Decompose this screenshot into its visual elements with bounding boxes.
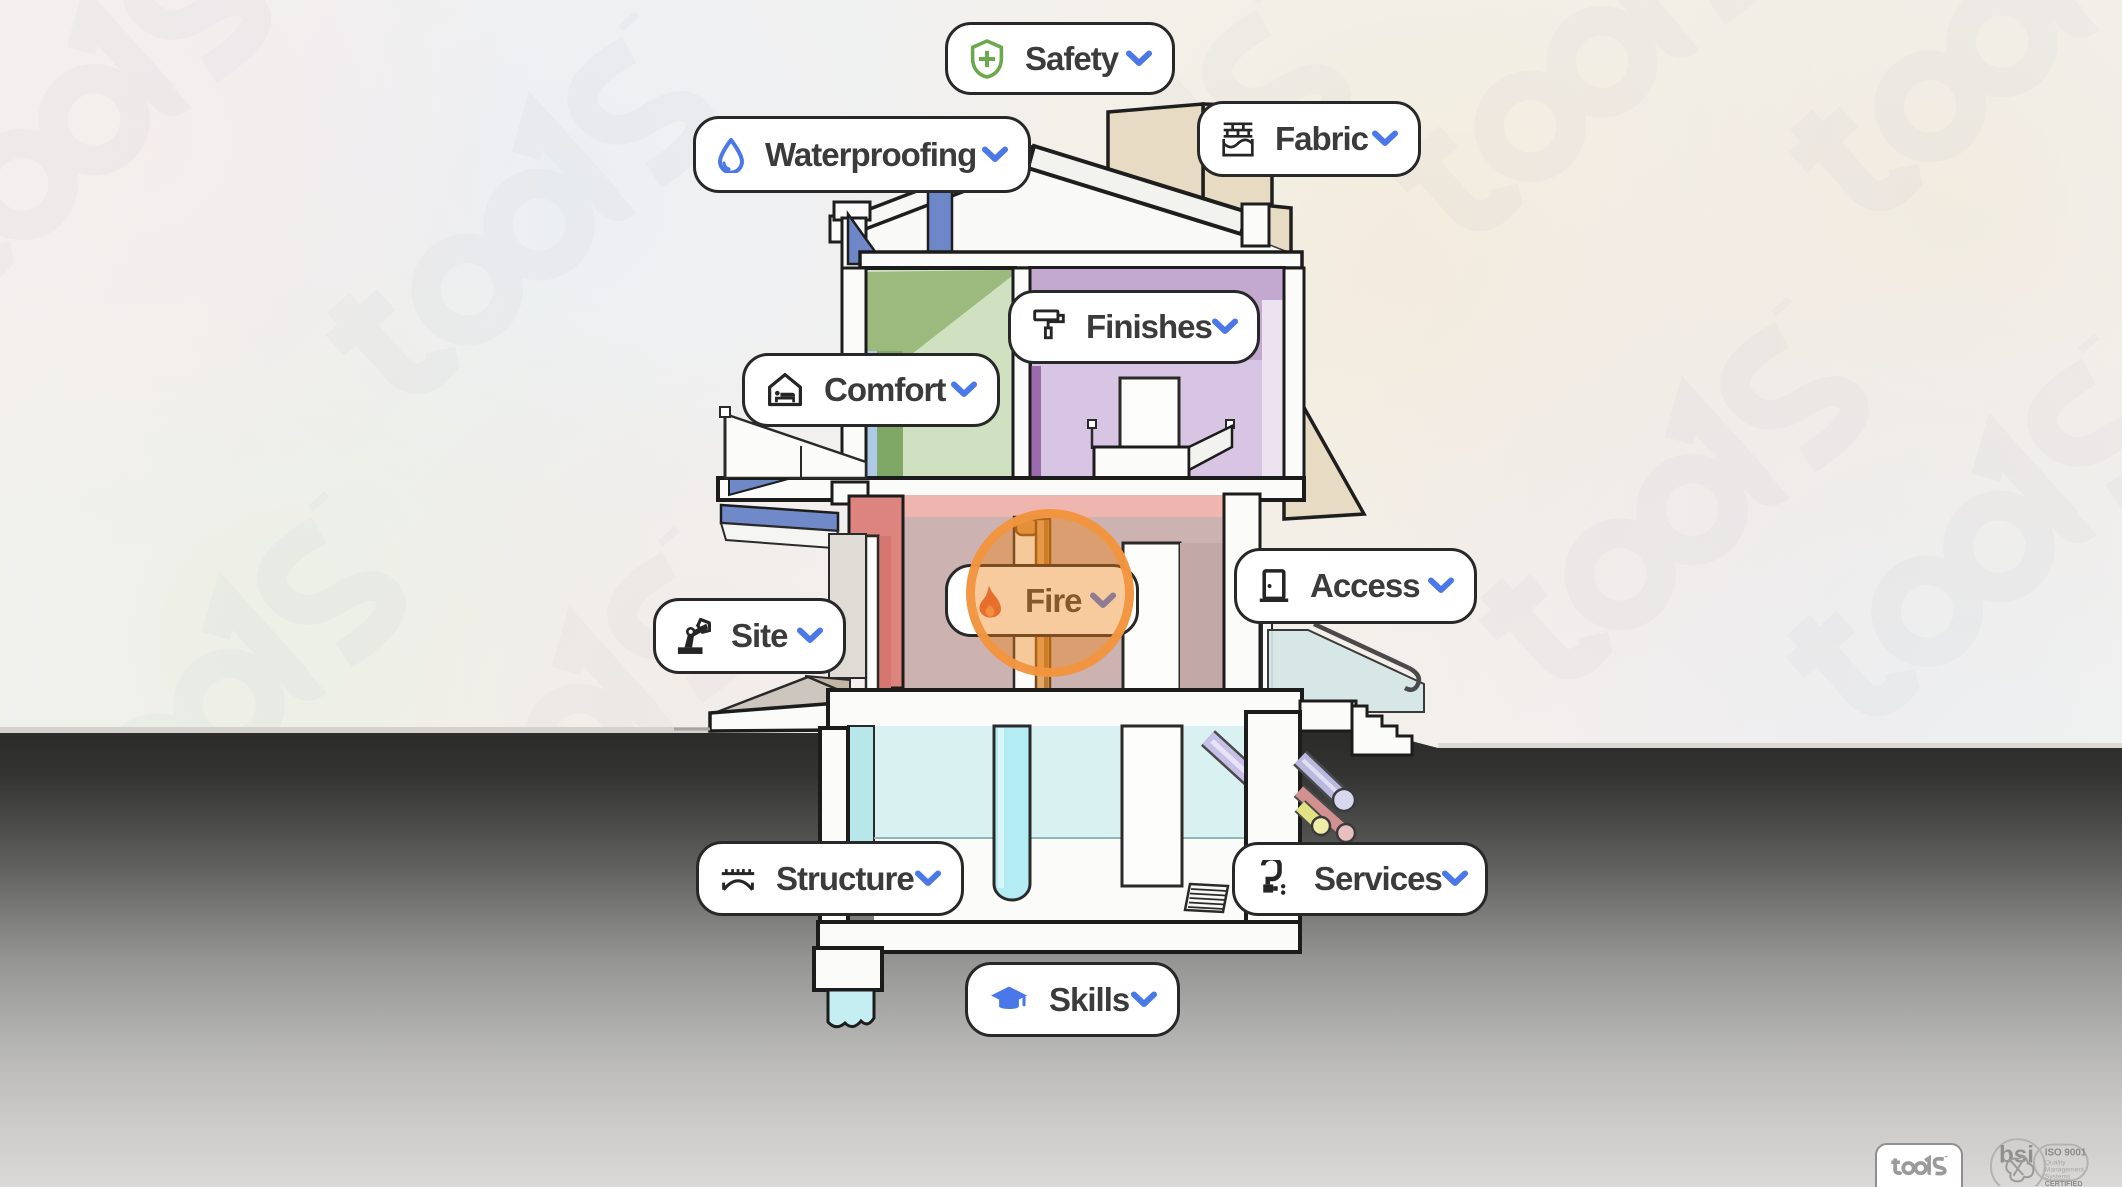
- svg-text:Management: Management: [2045, 1166, 2084, 1173]
- svg-text:CERTIFIED: CERTIFIED: [2045, 1180, 2083, 1186]
- svg-text:ISO 9001: ISO 9001: [2045, 1147, 2087, 1158]
- svg-text:Systems: Systems: [2045, 1174, 2071, 1181]
- svg-text:Quality: Quality: [2045, 1159, 2067, 1166]
